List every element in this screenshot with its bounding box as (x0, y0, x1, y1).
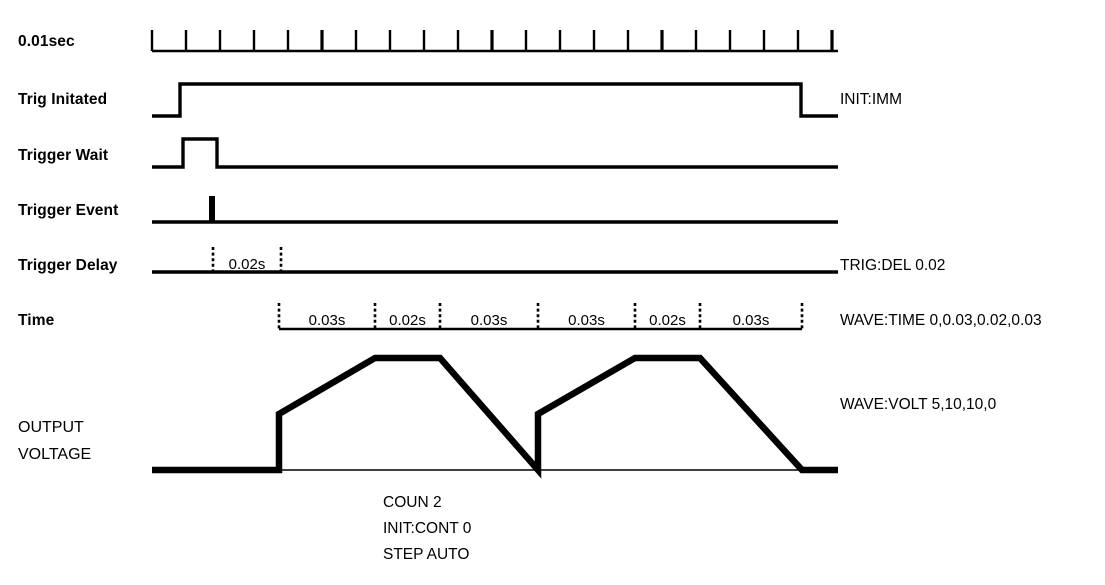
time-segment-label: 0.02s (649, 312, 686, 329)
time-segment-label: 0.03s (471, 312, 508, 329)
row-label-trigger-delay: Trigger Delay (18, 257, 118, 274)
row-timebase: 0.01sec (18, 30, 838, 53)
time-segment-label: 0.03s (568, 312, 605, 329)
time-segment-label: 0.03s (733, 312, 770, 329)
row-label-time: Time (18, 312, 55, 329)
scpi-label-wave-time: WAVE:TIME 0,0.03,0.02,0.03 (840, 312, 1042, 329)
trig-initiated-waveform (152, 82, 838, 118)
output-voltage-waveform (152, 354, 838, 479)
row-trigger-wait: Trigger Wait (18, 137, 838, 169)
note-line: INIT:CONT 0 (383, 520, 472, 537)
timebase-tick-group (150, 30, 834, 51)
time-segment-label: 0.02s (389, 312, 426, 329)
row-trigger-event: Trigger Event (18, 196, 838, 224)
row-label-trigger-wait: Trigger Wait (18, 147, 108, 164)
row-output-voltage: OUTPUT VOLTAGE WAVE:VOLT 5,10,10,0 (18, 354, 997, 479)
trigger-event-spike (209, 196, 215, 223)
scpi-label-wave-volt: WAVE:VOLT 5,10,10,0 (840, 396, 997, 413)
trigger-delay-segment-label: 0.02s (229, 256, 266, 273)
row-label-timebase: 0.01sec (18, 33, 75, 50)
notes-group: COUN 2 INIT:CONT 0 STEP AUTO (383, 494, 472, 563)
scpi-label-init-imm: INIT:IMM (840, 91, 902, 108)
output-voltage-label-line1: OUTPUT (18, 419, 84, 436)
row-trigger-delay: Trigger Delay 0.02s TRIG:DEL 0.02 (18, 247, 945, 274)
time-segment-label-group: 0.03s 0.02s 0.03s 0.03s 0.02s 0.03s (309, 312, 770, 329)
scpi-label-trig-del: TRIG:DEL 0.02 (840, 257, 945, 274)
row-label-trig-initiated: Trig Initated (18, 91, 107, 108)
time-marker-group (277, 303, 804, 329)
note-line: STEP AUTO (383, 546, 469, 563)
output-voltage-label-line2: VOLTAGE (18, 446, 91, 463)
time-segment-label: 0.03s (309, 312, 346, 329)
trigger-wait-waveform (152, 137, 838, 169)
note-line: COUN 2 (383, 494, 442, 511)
row-time: Time 0.03s 0.02s 0.03s 0.03s 0.02s 0.03s WAVE… (18, 303, 1042, 331)
row-trig-initiated: Trig Initated INIT:IMM (18, 82, 902, 118)
row-label-trigger-event: Trigger Event (18, 202, 118, 219)
